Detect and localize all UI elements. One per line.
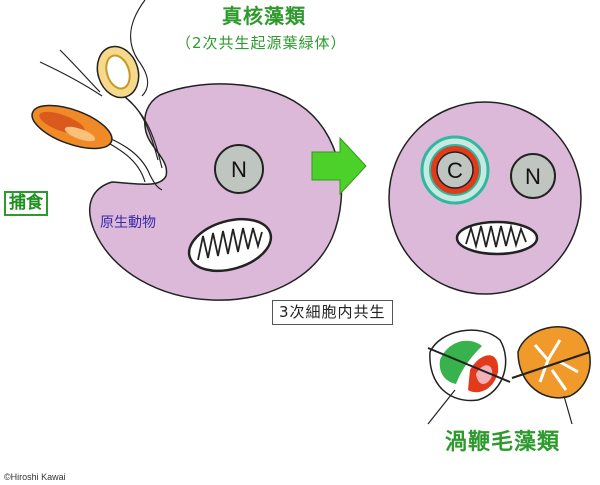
svg-text:N: N bbox=[231, 157, 247, 182]
diagram-subtitle: （2次共生起源葉緑体） bbox=[176, 34, 347, 52]
capture-label: 捕食 bbox=[4, 191, 48, 216]
nucleus-right: N bbox=[510, 153, 556, 199]
flagella bbox=[39, 0, 163, 191]
dinoflagellate-label: 渦鞭毛藻類 bbox=[445, 430, 561, 455]
chloroplast-secondary: C bbox=[420, 135, 490, 205]
yellow-alga bbox=[96, 45, 140, 99]
dinoflagellate-green bbox=[427, 329, 511, 425]
svg-text:C: C bbox=[447, 158, 463, 183]
mitochondrion-right bbox=[455, 220, 539, 256]
transition-arrow bbox=[311, 136, 367, 196]
dinoflagellate-orange bbox=[511, 326, 591, 425]
protozoa-label: 原生動物 bbox=[100, 215, 156, 231]
mitochondrion-left bbox=[187, 217, 273, 273]
result-cell bbox=[388, 101, 582, 295]
tertiary-endosymbiosis-label: 3次細胞内共生 bbox=[272, 300, 393, 325]
nucleus-left: N bbox=[214, 144, 264, 194]
diagram-title: 真核藻類 bbox=[222, 4, 306, 28]
orange-alga bbox=[31, 104, 113, 150]
svg-text:N: N bbox=[525, 164, 541, 189]
copyright-text: ©Hiroshi Kawai bbox=[4, 472, 66, 482]
